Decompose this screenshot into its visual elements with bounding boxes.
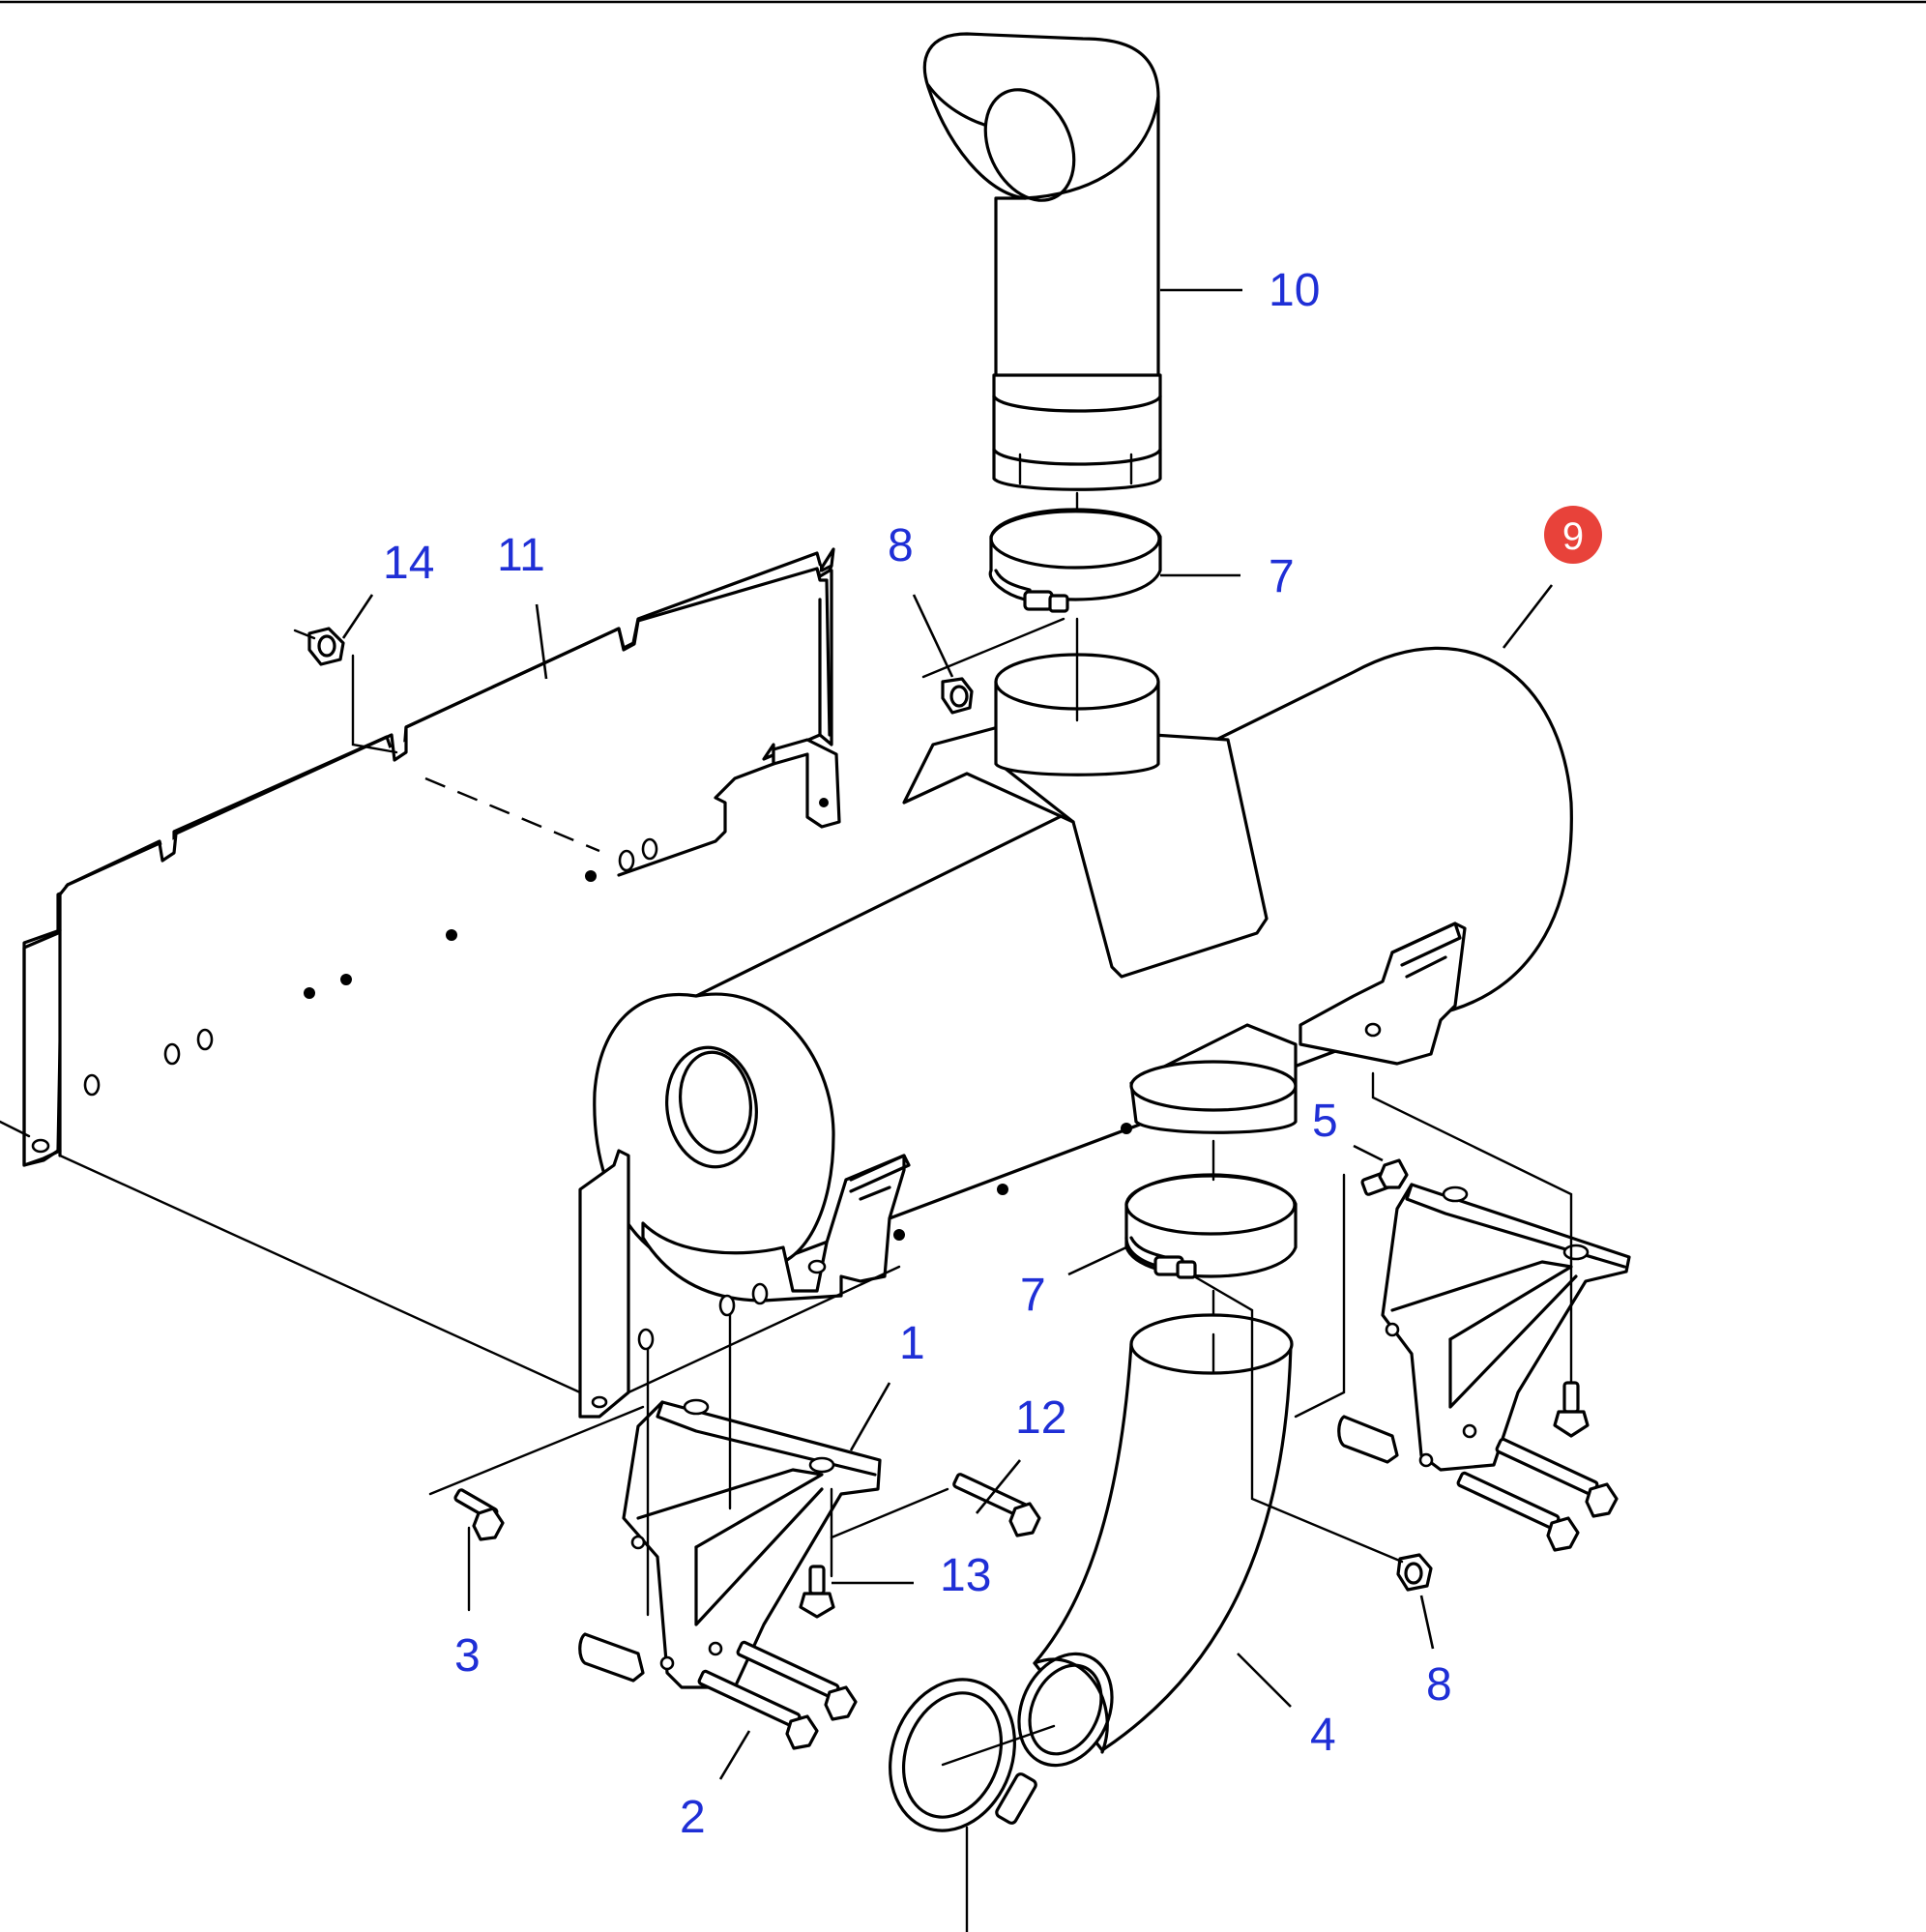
callout-10[interactable]: 10 xyxy=(1269,265,1320,316)
callout-8-upper[interactable]: 8 xyxy=(888,520,914,571)
muffler-strap-left xyxy=(641,1154,911,1303)
heat-shield-panel[interactable] xyxy=(0,547,835,1394)
lower-outlet-stub xyxy=(1129,1023,1298,1134)
callout-8-lower[interactable]: 8 xyxy=(1426,1659,1452,1711)
callout-2[interactable]: 2 xyxy=(680,1792,706,1843)
shield-mount-bracket xyxy=(772,738,841,829)
flange-nut-lower[interactable] xyxy=(1396,1553,1433,1592)
callout-9-highlighted[interactable]: 9 xyxy=(1544,506,1602,564)
callout-12[interactable]: 12 xyxy=(1015,1392,1066,1444)
highlight-badge xyxy=(1544,506,1602,564)
flange-nut-upper[interactable] xyxy=(941,677,974,715)
bolts-right-bracket[interactable] xyxy=(1456,1437,1619,1552)
mounting-bracket-left[interactable] xyxy=(578,1398,882,1689)
callout-4[interactable]: 4 xyxy=(1310,1710,1336,1761)
exhaust-elbow-pipe[interactable] xyxy=(1002,1313,1294,1780)
lower-band-clamp[interactable] xyxy=(1124,1173,1298,1279)
callout-3[interactable]: 3 xyxy=(454,1630,481,1682)
screw-5[interactable] xyxy=(1360,1158,1409,1196)
callout-14[interactable]: 14 xyxy=(383,538,434,589)
bolts-2-left[interactable] xyxy=(697,1640,858,1750)
mounting-bracket-right[interactable] xyxy=(1337,1183,1631,1472)
muffler-strap-right xyxy=(1299,922,1467,1066)
bolt-right-vertical[interactable] xyxy=(1553,1381,1590,1438)
callout-labels: 10 7 8 11 14 5 7 1 12 13 3 8 4 2 xyxy=(383,265,1452,1843)
callout-7-upper[interactable]: 7 xyxy=(1269,551,1295,602)
nut-lower-leader-line xyxy=(1192,1274,1404,1564)
nut-14[interactable] xyxy=(307,627,345,666)
callout-13[interactable]: 13 xyxy=(940,1550,991,1601)
bolt-13[interactable] xyxy=(799,1565,835,1619)
callout-5[interactable]: 5 xyxy=(1312,1096,1338,1147)
leader-lines xyxy=(341,288,1554,1780)
muffler-side-plate xyxy=(578,1123,1132,1419)
exhaust-rain-cap-pipe[interactable] xyxy=(922,32,1162,491)
bolt-12[interactable] xyxy=(952,1473,1041,1537)
callout-11[interactable]: 11 xyxy=(497,530,545,581)
bolt-3[interactable] xyxy=(453,1488,505,1541)
callout-9[interactable]: 9 xyxy=(1562,515,1584,558)
muffler-silencer[interactable] xyxy=(593,646,1573,1275)
callout-7-lower[interactable]: 7 xyxy=(1020,1270,1046,1321)
upper-band-clamp[interactable] xyxy=(988,508,1162,613)
v-band-clamp[interactable] xyxy=(869,1662,1056,1849)
callout-1[interactable]: 1 xyxy=(899,1318,925,1369)
